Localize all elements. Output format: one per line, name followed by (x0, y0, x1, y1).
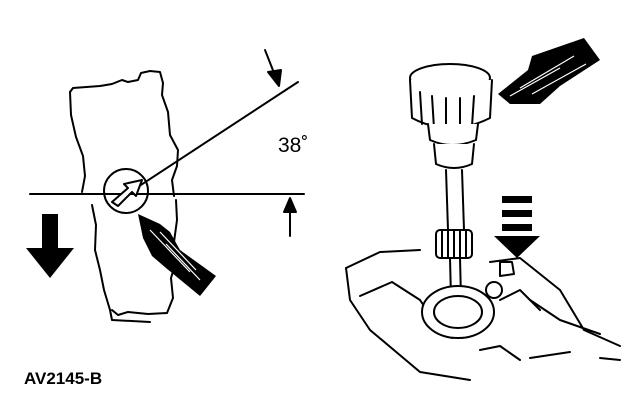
dashed-down-arrow-icon (494, 196, 540, 258)
left-view (29, 49, 305, 323)
dash-bar-2 (502, 210, 532, 217)
dash-bar-1 (502, 196, 532, 203)
angle-label: 38˚ (278, 134, 308, 157)
transmission-housing (345, 249, 621, 381)
dash-bar-3 (502, 224, 532, 231)
cap-lower-band (427, 123, 479, 146)
dimension-arrow-upper-head (267, 69, 282, 87)
shaft-right (461, 169, 465, 231)
housing-tab (109, 309, 151, 323)
drive-gear-teeth (441, 229, 467, 259)
cap-grip-slots (419, 91, 475, 131)
bolt-hole (485, 281, 503, 299)
down-arrow-icon (26, 214, 74, 278)
cap-neck (433, 143, 475, 169)
sensor-circle (103, 168, 149, 214)
pointer-arrow-hatching (149, 229, 201, 281)
housing-outline-lower-left (91, 204, 111, 311)
retainer-clip (499, 261, 515, 277)
housing-outline-top (69, 70, 179, 197)
bore-outer (421, 285, 495, 339)
angled-reference-line (123, 81, 299, 197)
bore-inner (433, 295, 483, 329)
housing-lower-right (479, 345, 621, 361)
right-view (345, 63, 621, 381)
sensor-pointer (111, 179, 143, 207)
dimension-arrow-lower-head (283, 197, 297, 213)
housing-outline-left (69, 91, 86, 193)
shaft-left (445, 169, 449, 231)
figure-id: AV2145-B (24, 369, 102, 388)
housing-outline-bottom (111, 199, 178, 316)
pointer-arrow-hatching (509, 55, 587, 97)
dash-arrow-head (494, 236, 540, 258)
